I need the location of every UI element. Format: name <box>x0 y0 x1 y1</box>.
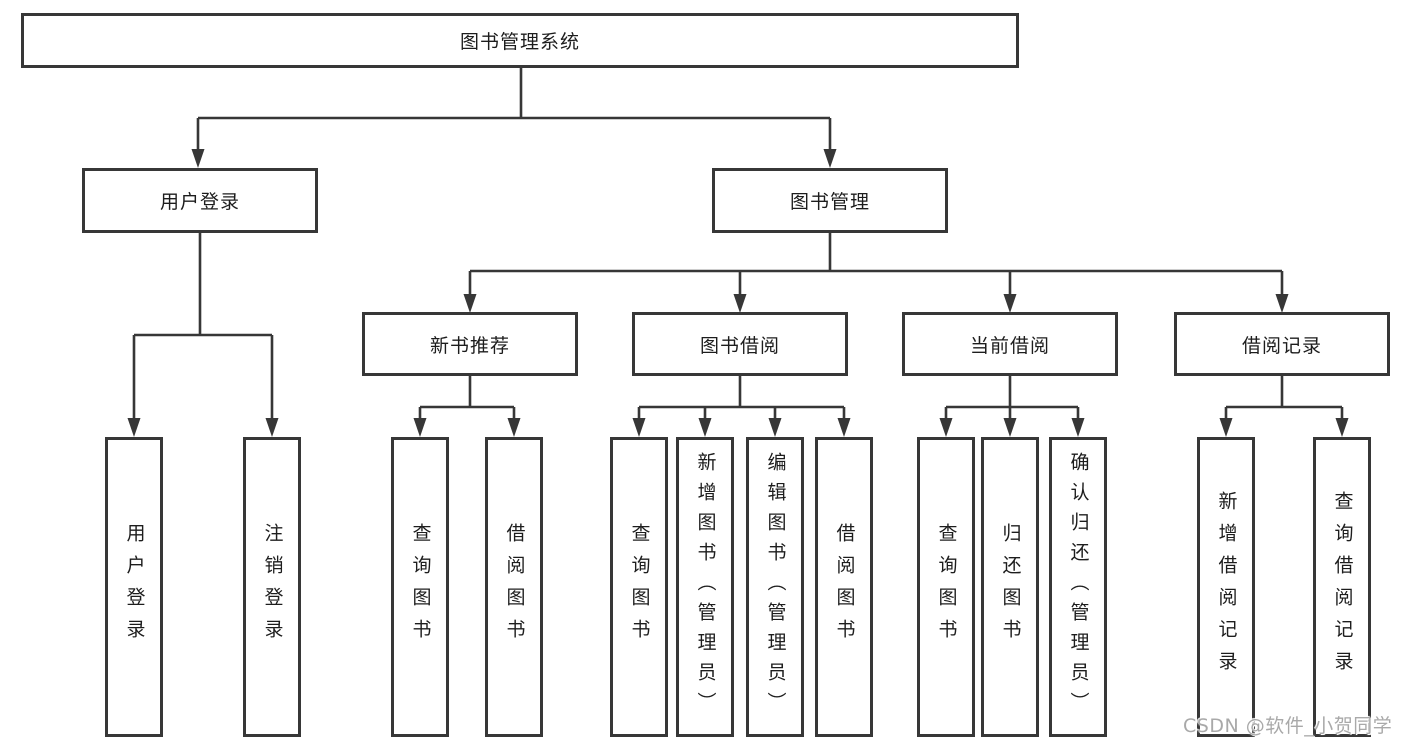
node-current-borrow: 当前借阅 <box>902 312 1118 376</box>
leaf-recommend-query-books: 查询图书 <box>391 437 449 737</box>
leaf-user-login-label: 用户登录 <box>123 523 146 651</box>
leaf-records-add-record-label: 新增借阅记录 <box>1215 491 1238 683</box>
leaf-logout-label: 注销登录 <box>261 523 284 651</box>
node-user-login: 用户登录 <box>82 168 318 233</box>
leaf-user-login: 用户登录 <box>105 437 163 737</box>
leaf-borrow-borrow-books: 借阅图书 <box>815 437 873 737</box>
node-root-system: 图书管理系统 <box>21 13 1019 68</box>
leaf-borrow-edit-books-admin: 编辑图书（管理员） <box>746 437 804 737</box>
leaf-records-query-record: 查询借阅记录 <box>1313 437 1371 737</box>
node-book-management-label: 图书管理 <box>789 191 870 213</box>
connector-records-to-leaves <box>1224 376 1344 421</box>
connector-userlogin-to-leaves <box>132 233 274 421</box>
node-book-borrow-label: 图书借阅 <box>699 334 780 357</box>
leaf-current-return-books: 归还图书 <box>981 437 1039 737</box>
connector-borrow-to-leaves <box>637 376 846 421</box>
node-user-login-label: 用户登录 <box>159 191 240 213</box>
leaf-records-add-record: 新增借阅记录 <box>1197 437 1255 737</box>
node-borrow-records: 借阅记录 <box>1174 312 1390 376</box>
leaf-logout: 注销登录 <box>243 437 301 737</box>
leaf-borrow-add-books-admin: 新增图书（管理员） <box>676 437 734 737</box>
leaf-records-query-record-label: 查询借阅记录 <box>1331 491 1354 683</box>
csdn-watermark: CSDN @软件_小贺同学 <box>1183 715 1393 737</box>
leaf-current-confirm-return-admin-label: 确认归还（管理员） <box>1067 452 1090 722</box>
leaf-current-return-books-label: 归还图书 <box>999 523 1022 651</box>
leaf-recommend-borrow-books: 借阅图书 <box>485 437 543 737</box>
node-book-borrow: 图书借阅 <box>632 312 848 376</box>
leaf-borrow-query-books: 查询图书 <box>610 437 668 737</box>
leaf-current-confirm-return-admin: 确认归还（管理员） <box>1049 437 1107 737</box>
node-borrow-records-label: 借阅记录 <box>1241 334 1322 357</box>
leaf-current-query-books: 查询图书 <box>917 437 975 737</box>
node-new-book-recommend-label: 新书推荐 <box>429 334 510 357</box>
leaf-recommend-borrow-books-label: 借阅图书 <box>503 523 526 651</box>
arrowheads <box>127 149 1349 437</box>
node-book-management: 图书管理 <box>712 168 948 233</box>
leaf-current-query-books-label: 查询图书 <box>935 523 958 651</box>
leaf-recommend-query-books-label: 查询图书 <box>409 523 432 651</box>
node-current-borrow-label: 当前借阅 <box>969 334 1050 357</box>
node-new-book-recommend: 新书推荐 <box>362 312 578 376</box>
connector-bookmgmt-to-level3 <box>468 233 1284 297</box>
leaf-borrow-borrow-books-label: 借阅图书 <box>833 523 856 651</box>
connector-root-to-level2 <box>196 68 832 152</box>
leaf-borrow-query-books-label: 查询图书 <box>628 523 651 651</box>
connector-current-to-leaves <box>944 376 1080 421</box>
node-root-label: 图书管理系统 <box>459 31 580 53</box>
leaf-borrow-add-books-admin-label: 新增图书（管理员） <box>694 452 717 722</box>
connector-newrec-to-leaves <box>418 376 516 421</box>
leaf-borrow-edit-books-admin-label: 编辑图书（管理员） <box>764 452 787 722</box>
